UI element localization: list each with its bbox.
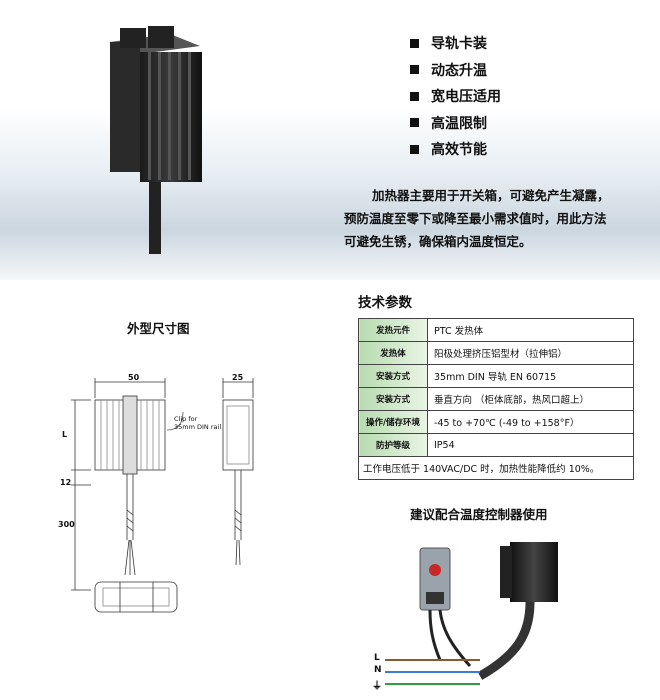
- spec-key: 安装方式: [358, 387, 428, 411]
- spec-key: 发热元件: [358, 318, 428, 342]
- depth-dimension-label: 25: [232, 373, 244, 382]
- bullet-square-icon: [410, 38, 419, 48]
- heater-product-photo: [110, 26, 202, 254]
- table-row: 发热体阳极处理挤压铝型材（拉伸铝）: [358, 341, 634, 365]
- table-row: 操作/储存环境-45 to +70℃ (-49 to +158°F）: [358, 410, 634, 434]
- feature-label: 导轨卡装: [431, 36, 487, 53]
- product-description: 加热器主要用于开关箱，可避免产生凝露， 预防温度至零下或降至最小需求值时，用此方…: [344, 184, 644, 253]
- spec-key: 操作/储存环境: [358, 410, 428, 434]
- feature-label: 高效节能: [431, 142, 487, 159]
- feature-list: 导轨卡装 动态升温 宽电压适用 高温限制 高效节能: [410, 30, 501, 163]
- feature-label: 高温限制: [431, 115, 487, 132]
- controller-wiring-diagram: [385, 542, 558, 685]
- controller-title: 建议配合温度控制器使用: [410, 507, 548, 522]
- clip-note: Clip for 35mm DIN rail: [174, 415, 221, 431]
- spec-title: 技术参数: [358, 295, 412, 311]
- clip-note-line: 35mm DIN rail: [174, 423, 222, 431]
- bullet-square-icon: [410, 65, 419, 75]
- bullet-square-icon: [410, 118, 419, 128]
- description-line: 预防温度至零下或降至最小需求值时，用此方法: [344, 211, 607, 226]
- clip-note-line: Clip for: [174, 415, 198, 423]
- spec-value: 35mm DIN 导轨 EN 60715: [427, 364, 634, 388]
- feature-item: 高效节能: [410, 136, 501, 163]
- spec-value: 阳极处理挤压铝型材（拉伸铝）: [427, 341, 634, 365]
- description-line: 可避免生锈，确保箱内温度恒定。: [344, 234, 532, 249]
- feature-item: 导轨卡装: [410, 30, 501, 57]
- cable-length-label: 300: [58, 520, 75, 529]
- spec-note: 工作电压低于 140VAC/DC 时，加热性能降低约 10%。: [358, 456, 634, 480]
- spec-key: 防护等级: [358, 433, 428, 457]
- feature-item: 动态升温: [410, 57, 501, 84]
- spec-value: IP54: [427, 433, 634, 457]
- table-row: 工作电压低于 140VAC/DC 时，加热性能降低约 10%。: [358, 456, 634, 480]
- feature-label: 动态升温: [431, 62, 487, 79]
- feature-label: 宽电压适用: [431, 89, 501, 106]
- spec-value: 垂直方向 （柜体底部，热风口超上）: [427, 387, 634, 411]
- dimension-drawing: [71, 378, 254, 613]
- spec-value: -45 to +70℃ (-49 to +158°F）: [427, 410, 634, 434]
- table-row: 安装方式垂直方向 （柜体底部，热风口超上）: [358, 387, 634, 411]
- wire-label-N: N: [374, 665, 382, 675]
- wire-label-L: L: [374, 653, 380, 663]
- bullet-square-icon: [410, 144, 419, 154]
- ground-icon: ⏚: [372, 681, 382, 692]
- spec-key: 发热体: [358, 341, 428, 365]
- spec-value: PTC 发热体: [427, 318, 634, 342]
- description-line: 加热器主要用于开关箱，可避免产生凝露，: [372, 188, 610, 203]
- feature-item: 高温限制: [410, 110, 501, 137]
- dimension-drawing-title: 外型尺寸图: [127, 321, 190, 336]
- spec-key: 安装方式: [358, 364, 428, 388]
- height-dimension-label: L: [62, 430, 68, 439]
- gap-dimension-label: 12: [60, 478, 72, 487]
- bullet-square-icon: [410, 91, 419, 101]
- width-dimension-label: 50: [128, 373, 140, 382]
- feature-item: 宽电压适用: [410, 83, 501, 110]
